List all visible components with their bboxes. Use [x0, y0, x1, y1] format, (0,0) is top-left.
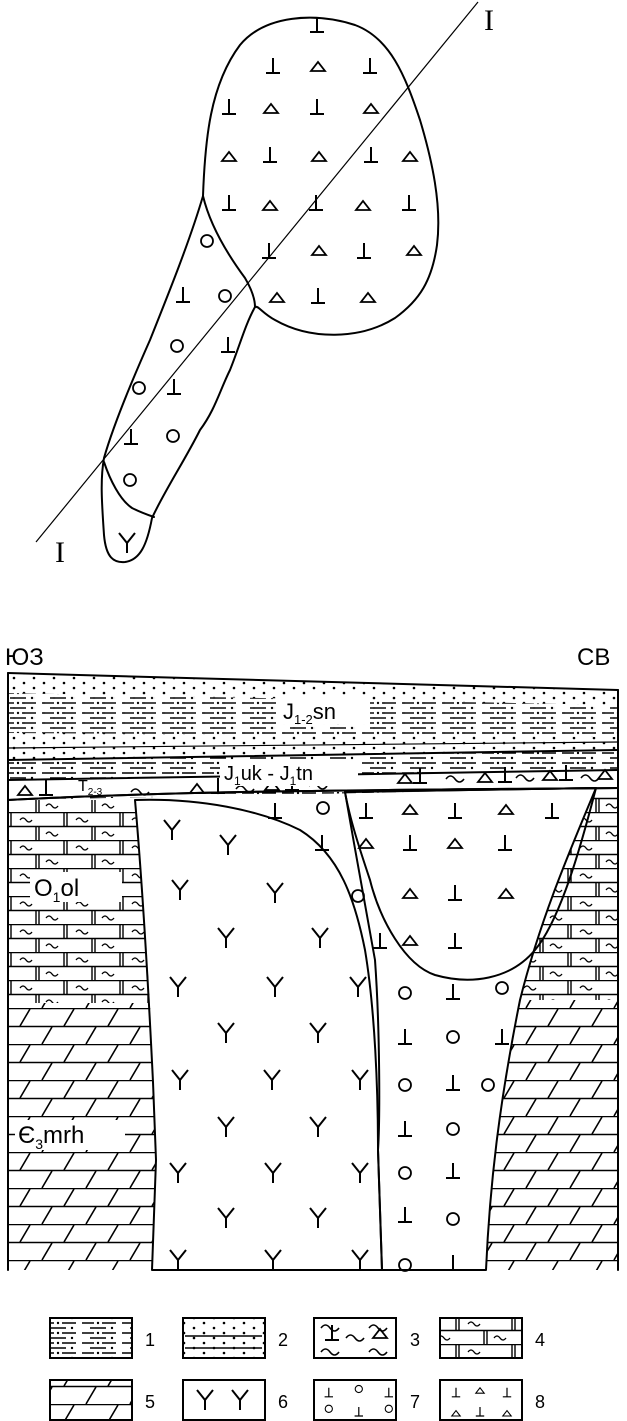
svg-text:8: 8	[535, 1392, 545, 1412]
y-body-symbols	[163, 819, 369, 1271]
svg-text:5: 5	[145, 1392, 155, 1412]
legend-item-2: 2	[182, 1317, 288, 1359]
unit-cambrian-right	[486, 1000, 618, 1270]
legend-item-7: 7	[313, 1379, 420, 1421]
label-cmrh: Є3mrh	[18, 1122, 84, 1152]
svg-text:2: 2	[278, 1330, 288, 1350]
label-jsn: J1-2sn	[283, 699, 336, 727]
unit-bowl	[344, 787, 597, 981]
label-t: T2-3	[78, 778, 103, 798]
plan-inner-boundary	[202, 195, 256, 308]
bowl-symbols	[267, 801, 560, 949]
section-left-label: ЮЗ	[5, 644, 44, 671]
legend: 1 2 3 4 5 6	[49, 1317, 545, 1421]
section-line	[35, 1, 479, 543]
legend-item-8: 8	[439, 1379, 545, 1421]
legend-item-1: 1	[49, 1317, 155, 1359]
legend-item-5: 5	[49, 1379, 155, 1421]
unit-y-body	[134, 798, 383, 1271]
svg-text:1: 1	[145, 1330, 155, 1350]
section-label-top: I	[484, 4, 494, 37]
svg-text:3: 3	[410, 1330, 420, 1350]
unconformity-line	[7, 787, 619, 801]
unit-ordovician-right	[520, 788, 618, 1000]
label-juk-jtn: J1uk - J1tn	[224, 763, 313, 788]
plan-tail-tip-boundary	[103, 461, 155, 518]
svg-text:6: 6	[278, 1392, 288, 1412]
label-ool: O1ol	[34, 875, 79, 905]
unit-labels: J1-2sn J1uk - J1tn T2-3 O1ol Є3mrh	[15, 696, 370, 1152]
legend-item-6: 6	[182, 1379, 288, 1421]
section-right-label: СВ	[577, 644, 610, 671]
section-label-bottom: I	[55, 536, 65, 569]
cross-section: ЮЗ СВ	[5, 644, 619, 1272]
legend-item-4: 4	[439, 1317, 545, 1359]
legend-item-3: 3	[313, 1317, 420, 1359]
unit-pipe	[344, 787, 597, 1271]
plan-view: I I	[35, 1, 494, 569]
svg-text:4: 4	[535, 1330, 545, 1350]
svg-text:7: 7	[410, 1392, 420, 1412]
plan-main-body-outline	[202, 16, 440, 336]
plan-tail-outline	[100, 195, 256, 564]
plan-main-body-symbols	[221, 16, 422, 304]
plan-tail-symbols	[118, 234, 236, 554]
